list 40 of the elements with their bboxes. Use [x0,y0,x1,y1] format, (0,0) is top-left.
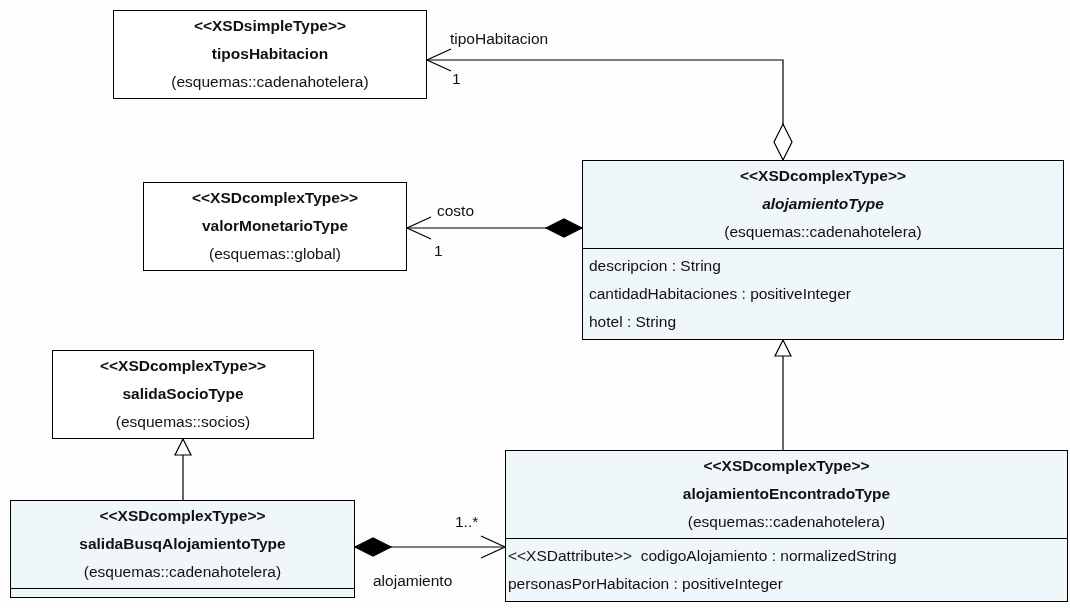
role-label: costo [437,202,475,220]
package-label: (esquemas::socios) [115,412,251,432]
stereotype-label: <<XSDcomplexType>> [192,188,358,208]
class-name: alojamientoType [762,194,884,214]
class-box [505,450,1068,602]
multiplicity-label: 1..* [455,513,479,531]
class-name: salidaSocioType [122,384,244,404]
aggregation-connector [426,48,793,161]
role-label: tipoHabitacion [450,30,549,48]
multiplicity-label: 1 [452,70,461,88]
package-label: (esquemas::cadenahotelera) [83,562,282,582]
role-label: alojamiento [373,572,453,590]
class-name: alojamientoEncontradoType [682,484,891,504]
class-name: tiposHabitacion [211,44,329,64]
package-label: (esquemas::global) [209,244,341,264]
attribute-text: personasPorHabitacion : positiveInteger [507,574,783,594]
class-box [10,500,355,598]
attribute-text: cantidadHabitaciones : positiveInteger [588,284,851,304]
class-box [143,182,407,271]
package-label: (esquemas::cadenahotelera) [687,512,886,532]
stereotype-label: <<XSDsimpleType>> [193,16,347,36]
class-box [52,350,314,439]
package-label: (esquemas::cadenahotelera) [724,222,922,242]
multiplicity-label: 1 [434,242,443,260]
stereotype-label: <<XSDcomplexType>> [99,506,266,526]
attribute-text: <<XSDattribute>> codigoAlojamiento : normalizedString [507,546,897,566]
generalization-arrow [174,438,192,501]
class-box [113,10,427,99]
generalization-arrow [774,339,792,451]
stereotype-label: <<XSDcomplexType>> [703,456,870,476]
composition-connector [354,535,506,559]
stereotype-label: <<XSDcomplexType>> [100,356,266,376]
attribute-text: hotel : String [588,312,677,332]
package-label: (esquemas::cadenahotelera) [171,72,369,92]
class-name: salidaBusqAlojamientoType [79,534,286,554]
stereotype-label: <<XSDcomplexType>> [740,166,906,186]
class-box [582,160,1064,340]
attribute-text: descripcion : String [588,256,721,276]
class-name: valorMonetarioType [201,216,349,236]
composition-connector [406,216,583,240]
